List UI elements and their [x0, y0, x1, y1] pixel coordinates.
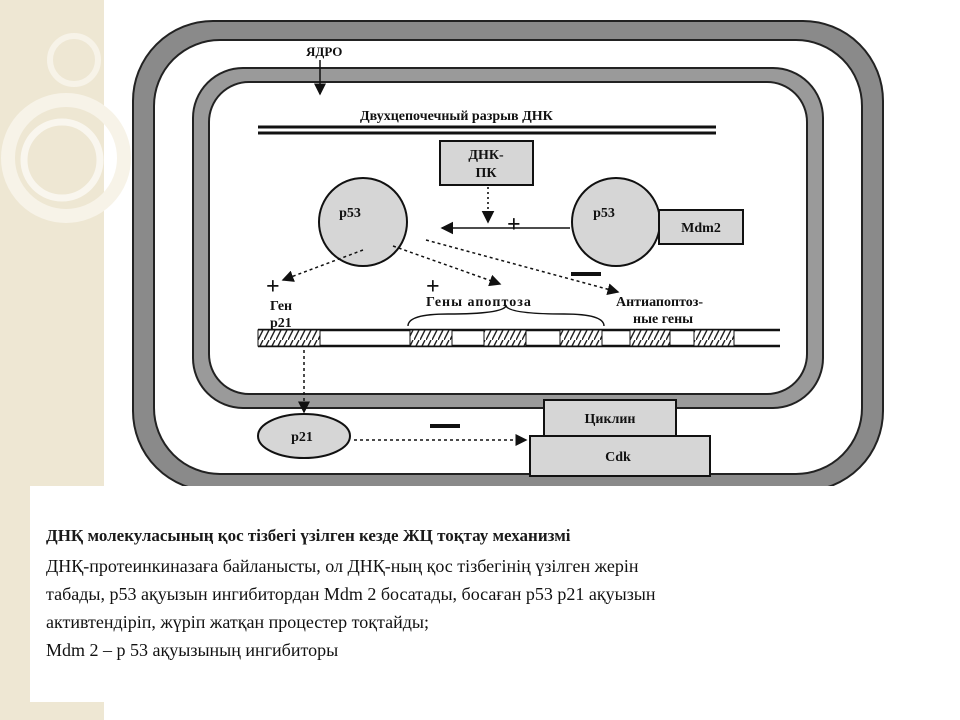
mdm2-label: Mdm2	[681, 221, 721, 236]
p53-node-right	[571, 177, 661, 267]
gene-segment-antiapoptosis-2	[693, 329, 735, 347]
gene-segment-apoptosis-2	[483, 329, 527, 347]
caption-line-2: табады, р53 ақуызын ингибитордан Mdm 2 б…	[46, 584, 656, 604]
p53-label-left: p53	[339, 206, 361, 221]
cyclin-label: Циклин	[584, 412, 635, 427]
dnapk-label-line2: ПК	[475, 166, 497, 181]
caption-line-1: ДНҚ-протеинкиназаға байланысты, ол ДНҚ-н…	[46, 556, 639, 576]
arrow-to-apoptosis-genes	[392, 245, 502, 287]
gene-segment-apoptosis-3	[559, 329, 603, 347]
p21-protein-node	[257, 413, 351, 459]
minus-p21-inhibition	[430, 424, 460, 428]
p53-label-right: p53	[593, 206, 615, 221]
apoptosis-genes-brace	[407, 304, 605, 327]
p21-protein-label: p21	[291, 430, 313, 445]
caption-title: ДНҚ молекуласының қос тізбегі үзілген ке…	[46, 526, 571, 545]
deco-ring-large	[1, 93, 131, 223]
deco-ring-top	[47, 33, 101, 87]
arrow-to-p21-gene	[281, 249, 364, 282]
dsb-label: Двухцепочечный разрыв ДНК	[360, 109, 554, 124]
cdk-label: Cdk	[605, 450, 631, 465]
nucleus-label: ЯДРО	[306, 44, 342, 59]
plus-dnapk: +	[507, 212, 521, 238]
gene-p21-label-line1: Ген	[270, 299, 292, 314]
caption-body: ДНҚ-протеинкиназаға байланысты, ол ДНҚ-н…	[46, 552, 886, 664]
gene-segment-apoptosis-1	[409, 329, 453, 347]
caption-line-4: Mdm 2 – р 53 ақуызының ингибиторы	[46, 640, 339, 660]
plus-p21: +	[266, 274, 280, 300]
nucleus	[208, 81, 808, 395]
p53-node-left	[318, 177, 408, 267]
apoptosis-genes-label: Гены апоптоза	[426, 295, 532, 310]
decorative-rings	[1, 33, 131, 223]
cdk-box	[529, 435, 711, 477]
plus-apoptosis: +	[426, 274, 440, 300]
caption-panel: ДНҚ молекуласының қос тізбегі үзілген ке…	[30, 486, 888, 702]
deco-ring-small	[20, 118, 104, 202]
cell-cycle-arrest-diagram: ЯДРО Двухцепочечный разрыв ДНК ДНК- ПК +…	[132, 20, 884, 492]
dnapk-label-line1: ДНК-	[468, 148, 504, 163]
minus-antiapoptosis	[571, 272, 601, 276]
gene-segment-p21	[257, 329, 321, 347]
antiapoptosis-label-line2: ные гены	[633, 312, 693, 327]
mdm2-box	[658, 209, 744, 245]
caption-line-3: активтендіріп, жүріп жатқан процестер то…	[46, 612, 429, 632]
dnapk-box	[439, 140, 534, 186]
gene-p21-label-line2: p21	[270, 316, 292, 331]
antiapoptosis-label-line1: Антиапоптоз-	[616, 295, 703, 310]
gene-segment-antiapoptosis-1	[629, 329, 671, 347]
cyclin-box	[543, 399, 677, 437]
